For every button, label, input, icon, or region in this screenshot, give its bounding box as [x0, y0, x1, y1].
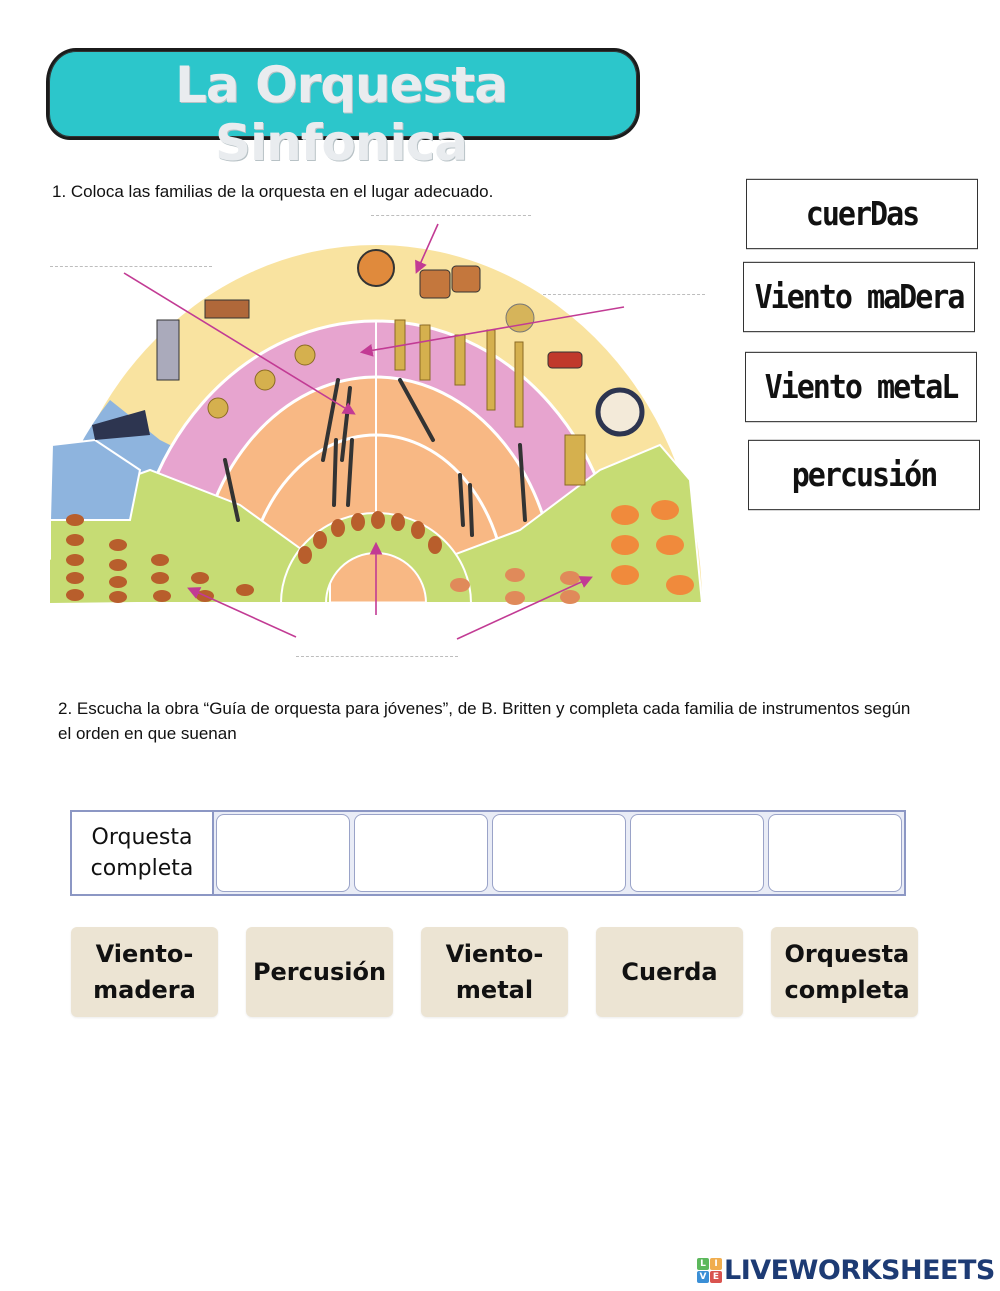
- label-card-viento-madera[interactable]: Viento maDera: [743, 261, 975, 333]
- question-1-text: 1. Coloca las familias de la orquesta en…: [52, 182, 494, 201]
- orchestra-diagram: [48, 223, 704, 640]
- chip-cuerda[interactable]: Cuerda: [596, 927, 743, 1017]
- sequence-slot-1[interactable]: [216, 814, 350, 892]
- liveworksheets-logo: L I V E LIVEWORKSHEETS: [697, 1255, 995, 1286]
- sequence-table: Orquesta completa: [70, 810, 906, 896]
- chip-label: Orquesta completa: [784, 940, 910, 1004]
- sequence-slot-3[interactable]: [492, 814, 626, 892]
- title-banner: La Orquesta Sinfonica: [46, 48, 640, 172]
- drop-blank-bottom[interactable]: [296, 656, 458, 657]
- sequence-slot-2[interactable]: [354, 814, 488, 892]
- drop-blank-left[interactable]: [50, 266, 212, 267]
- label-card-percusion[interactable]: percusión: [748, 439, 980, 511]
- chip-orquesta-completa[interactable]: Orquesta completa: [771, 927, 918, 1017]
- sequence-slot-5[interactable]: [768, 814, 902, 892]
- title-background: [46, 48, 640, 140]
- violin-icons: [66, 500, 694, 605]
- drop-blank-right[interactable]: [543, 294, 705, 295]
- pointer-arrows: [123, 223, 625, 640]
- logo-letter-e: E: [710, 1271, 722, 1283]
- question-2-text: 2. Escucha la obra “Guía de orquesta par…: [58, 699, 911, 743]
- chip-viento-madera[interactable]: Viento-madera: [71, 927, 218, 1017]
- page-title: La Orquesta Sinfonica: [175, 56, 508, 172]
- chip-viento-metal[interactable]: Viento-metal: [421, 927, 568, 1017]
- sequence-first-cell: Orquesta completa: [72, 812, 214, 894]
- sequence-slot-4[interactable]: [630, 814, 764, 892]
- woodwind-icons: [223, 378, 527, 537]
- chip-label: Percusión: [252, 958, 387, 986]
- chip-label: Viento-metal: [445, 940, 544, 1004]
- logo-letter-l: L: [697, 1258, 709, 1270]
- live-icon: L I V E: [697, 1258, 722, 1283]
- logo-letter-v: V: [697, 1271, 709, 1283]
- harp-section: [48, 438, 142, 521]
- chip-label: Cuerda: [621, 958, 718, 986]
- chip-percusion[interactable]: Percusión: [246, 927, 393, 1017]
- logo-letter-i: I: [710, 1258, 722, 1270]
- label-card-viento-metal[interactable]: Viento metaL: [745, 351, 977, 423]
- instrument-icons: [92, 249, 645, 440]
- drop-blank-top[interactable]: [371, 215, 531, 216]
- chip-label: Viento-madera: [93, 940, 196, 1004]
- logo-text: LIVEWORKSHEETS: [724, 1255, 995, 1286]
- label-card-cuerdas[interactable]: cuerDas: [746, 178, 978, 250]
